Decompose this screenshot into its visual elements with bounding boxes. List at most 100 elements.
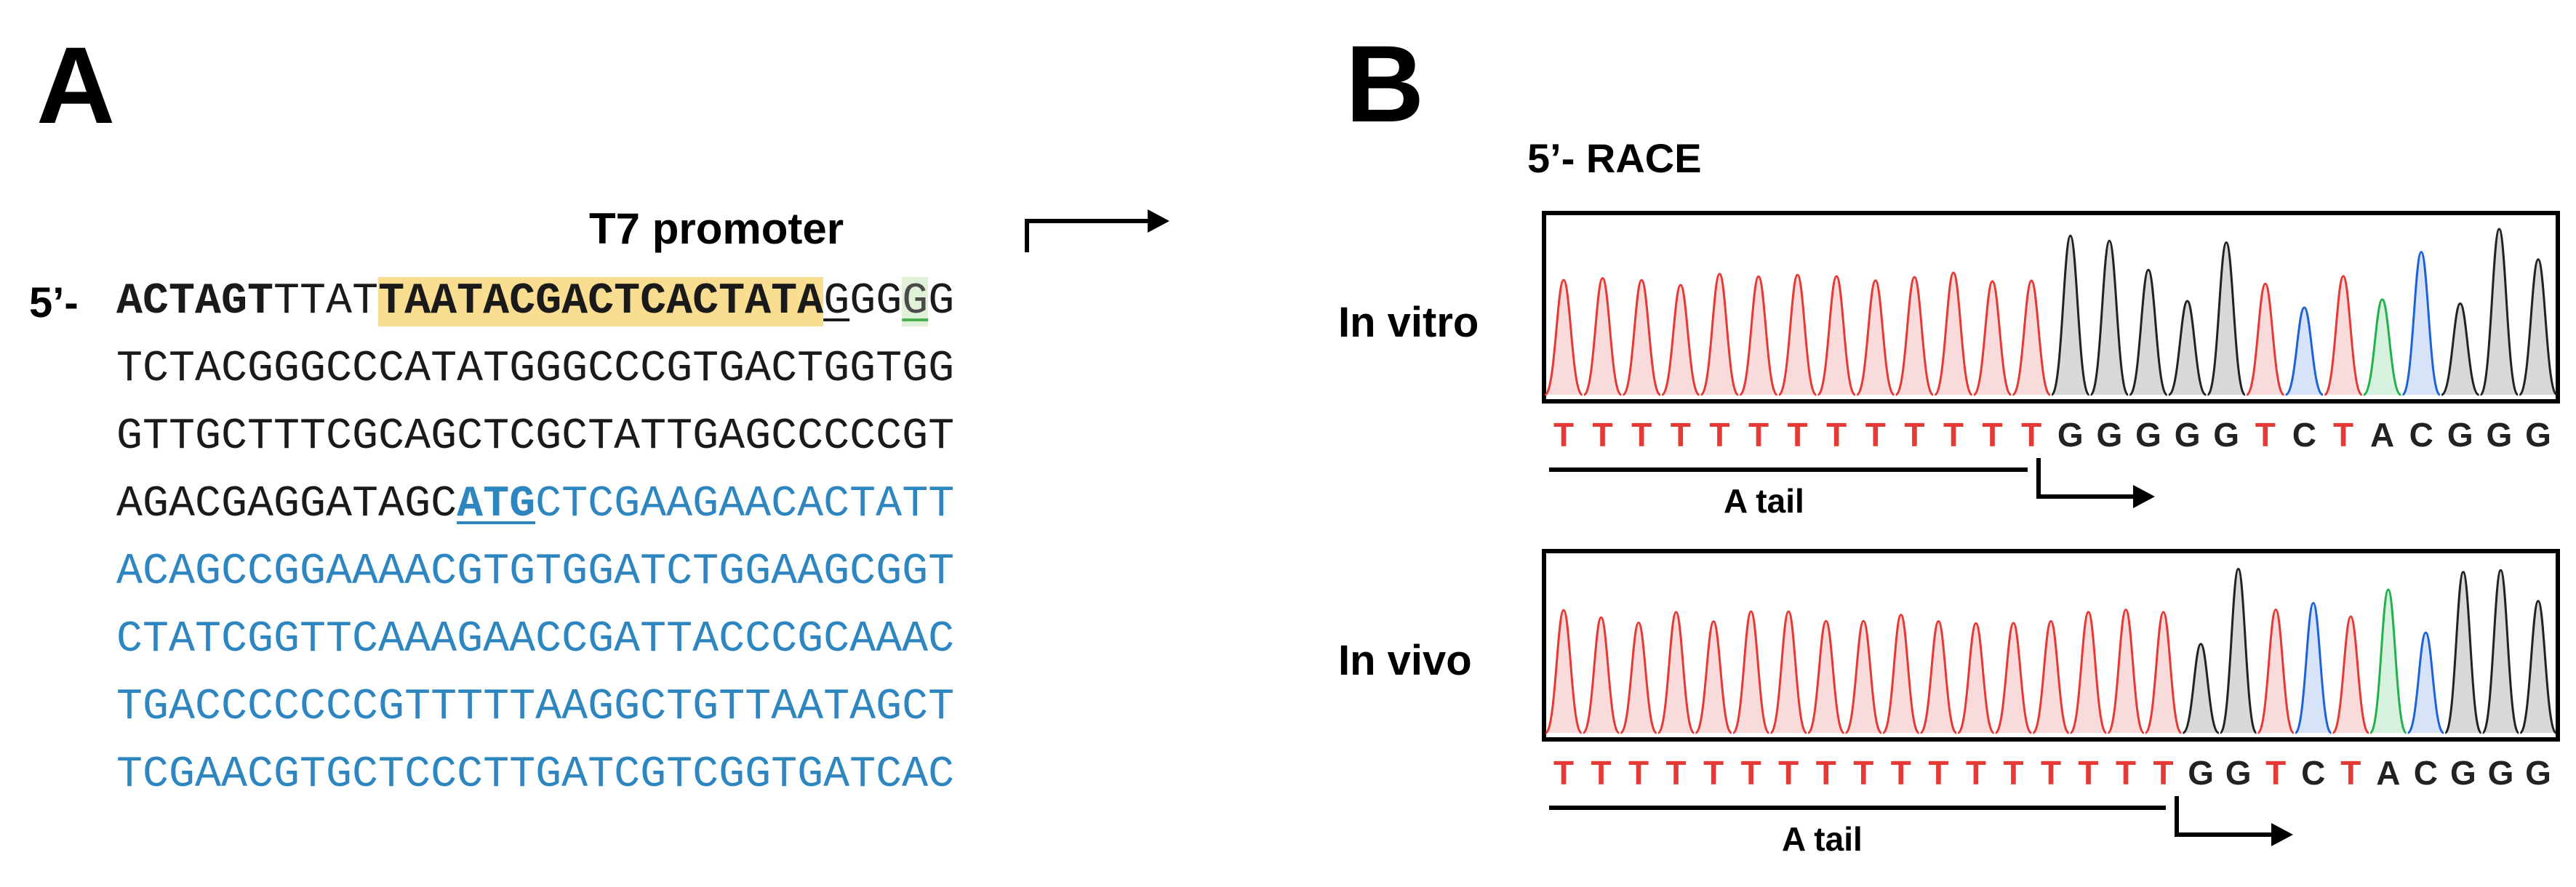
start-codon: ATG [457,480,536,529]
in-vitro-base-call: A [2369,416,2395,454]
in-vivo-base-call: T [2265,754,2287,792]
t7-promoter-seq: TAATACGACTCACTATA [378,277,824,326]
in-vitro-base-call: T [1943,416,1964,454]
sequence-line-1: ACTAGTTTATTAATACGACTCACTATAGGGGG [116,277,955,326]
sequence-line-4: AGACGAGGATAGCATGCTCGAAGAACACTATT [116,483,954,526]
in-vitro-chromatogram [1542,211,2560,404]
in-vitro-base-call: T [1670,416,1691,454]
in-vivo-chromatogram [1542,549,2560,742]
in-vitro-base-call: G [2096,416,2123,454]
in-vitro-base-call: T [1904,416,1925,454]
in-vivo-base-call: T [1591,754,1612,792]
in-vivo-peak-T [1994,622,2033,734]
in-vivo-peak-G [2519,600,2558,734]
in-vivo-peak-T [1619,622,1658,734]
in-vivo-peak-T [2257,608,2295,734]
in-vitro-peak-T [1660,284,1700,396]
in-vitro-base-call: G [2525,416,2551,454]
in-vitro-peak-G [2168,300,2207,396]
in-vivo-base-call: G [2525,754,2551,792]
in-vivo-peak-T [2069,611,2108,734]
in-vitro-base-call: T [1631,416,1652,454]
in-vitro-peak-T [1895,276,1935,396]
in-vitro-peak-T [1933,271,1974,396]
transcription-start-arrow-icon [1025,209,1169,252]
in-vitro-peak-T [1817,275,1857,396]
in-vitro-peak-G [2050,234,2090,396]
in-vitro-peak-C [2284,306,2324,396]
in-vivo-peak-A [2369,588,2408,734]
in-vivo-base-call: T [2040,754,2062,792]
in-vivo-base-call: T [2340,754,2361,792]
g-trailing: G [928,277,955,326]
in-vivo-base-call: T [1965,754,1986,792]
in-vitro-peak-T [1738,275,1779,396]
in-vivo-peak-T [1694,620,1733,734]
in-vivo-peak-T [1657,611,1695,734]
in-vivo-peak-T [2332,615,2370,734]
in-vitro-label: In vitro [1338,299,1479,346]
in-vitro-base-call: C [2292,416,2316,454]
in-vivo-base-call: A [2376,754,2401,792]
in-vivo-peak-G [2444,571,2483,734]
in-vivo-peak-T [1881,614,1921,734]
in-vivo-peak-T [2106,609,2145,734]
in-vitro-base-call: T [2021,416,2042,454]
sequence-line-3: GTTGCTTTCGCAGCTCGCTATTGAGCCCCCGT [116,412,955,462]
in-vivo-trace-frame [1542,549,2560,742]
in-vitro-trace-frame [1542,211,2560,404]
in-vivo-base-call: G [2450,754,2476,792]
in-vitro-base-call: G [2447,416,2473,454]
in-vitro-peak-T [1583,277,1623,396]
in-vivo-base-call: G [2188,754,2215,792]
in-vivo-base-call: C [2301,754,2326,792]
in-vitro-base-call: T [1748,416,1769,454]
in-vitro-peak-T [1543,278,1584,396]
in-vivo-base-call: G [2487,754,2514,792]
in-vivo-base-call: T [1853,754,1874,792]
coding-seq-start: CTCGAAGAACACTATT [535,480,955,529]
in-vitro-peak-T [2323,275,2364,396]
in-vivo-base-call: T [1553,754,1575,792]
in-vitro-base-call: G [2486,416,2513,454]
utr-seq: AGACGAGGATAGC [116,480,457,529]
in-vivo-peak-T [1807,619,1845,734]
in-vivo-base-call: T [1815,754,1836,792]
panel-b-letter: B [1345,23,1425,145]
in-vivo-peak-G [2481,569,2520,734]
t7-promoter-label: T7 promoter [589,204,844,253]
in-vivo-peak-T [1844,619,1883,734]
sequence-line-8: TCGAACGTGCTCCCTTGATCGTCGGTGATCAC [116,750,955,800]
in-vitro-base-call: T [1826,416,1847,454]
in-vivo-start-arrow-icon [2175,796,2293,846]
panel-a-letter: A [36,24,116,146]
restriction-site: ACTAGT [116,277,274,326]
sequence-line-2: TCTACGGGCCCATATGGGCCCGTGACTGGTGG [116,345,955,394]
in-vitro-base-call: T [2332,416,2354,454]
sequence-line-7: TGACCCCCCCGTTTTTAAGGCTGTTAATAGCT [116,683,955,732]
in-vitro-base-call: G [2057,416,2084,454]
in-vitro-base-call: G [2174,416,2201,454]
five-prime-label: 5’- [29,279,79,326]
in-vivo-tail-label: A tail [1782,820,1863,858]
in-vivo-base-call: C [2413,754,2438,792]
in-vivo-peak-T [2144,611,2183,734]
in-vivo-base-call: T [2116,754,2137,792]
start-base: G [823,277,850,326]
in-vivo-peak-T [1732,610,1770,734]
in-vivo-peak-T [1769,610,1808,734]
in-vivo-peak-T [1956,622,1996,734]
in-vitro-peak-T [1777,273,1817,396]
in-vivo-base-call: T [2003,754,2024,792]
in-vitro-base-call: T [1592,416,1613,454]
in-vitro-base-call: T [2255,416,2276,454]
in-vivo-base-call: G [2225,754,2252,792]
in-vivo-peak-T [2031,619,2071,734]
in-vivo-base-call: T [1778,754,1799,792]
in-vitro-peak-G [2441,302,2480,396]
in-vitro-peak-G [2518,258,2559,396]
in-vitro-base-call: T [1553,416,1575,454]
in-vitro-base-call: C [2409,416,2433,454]
